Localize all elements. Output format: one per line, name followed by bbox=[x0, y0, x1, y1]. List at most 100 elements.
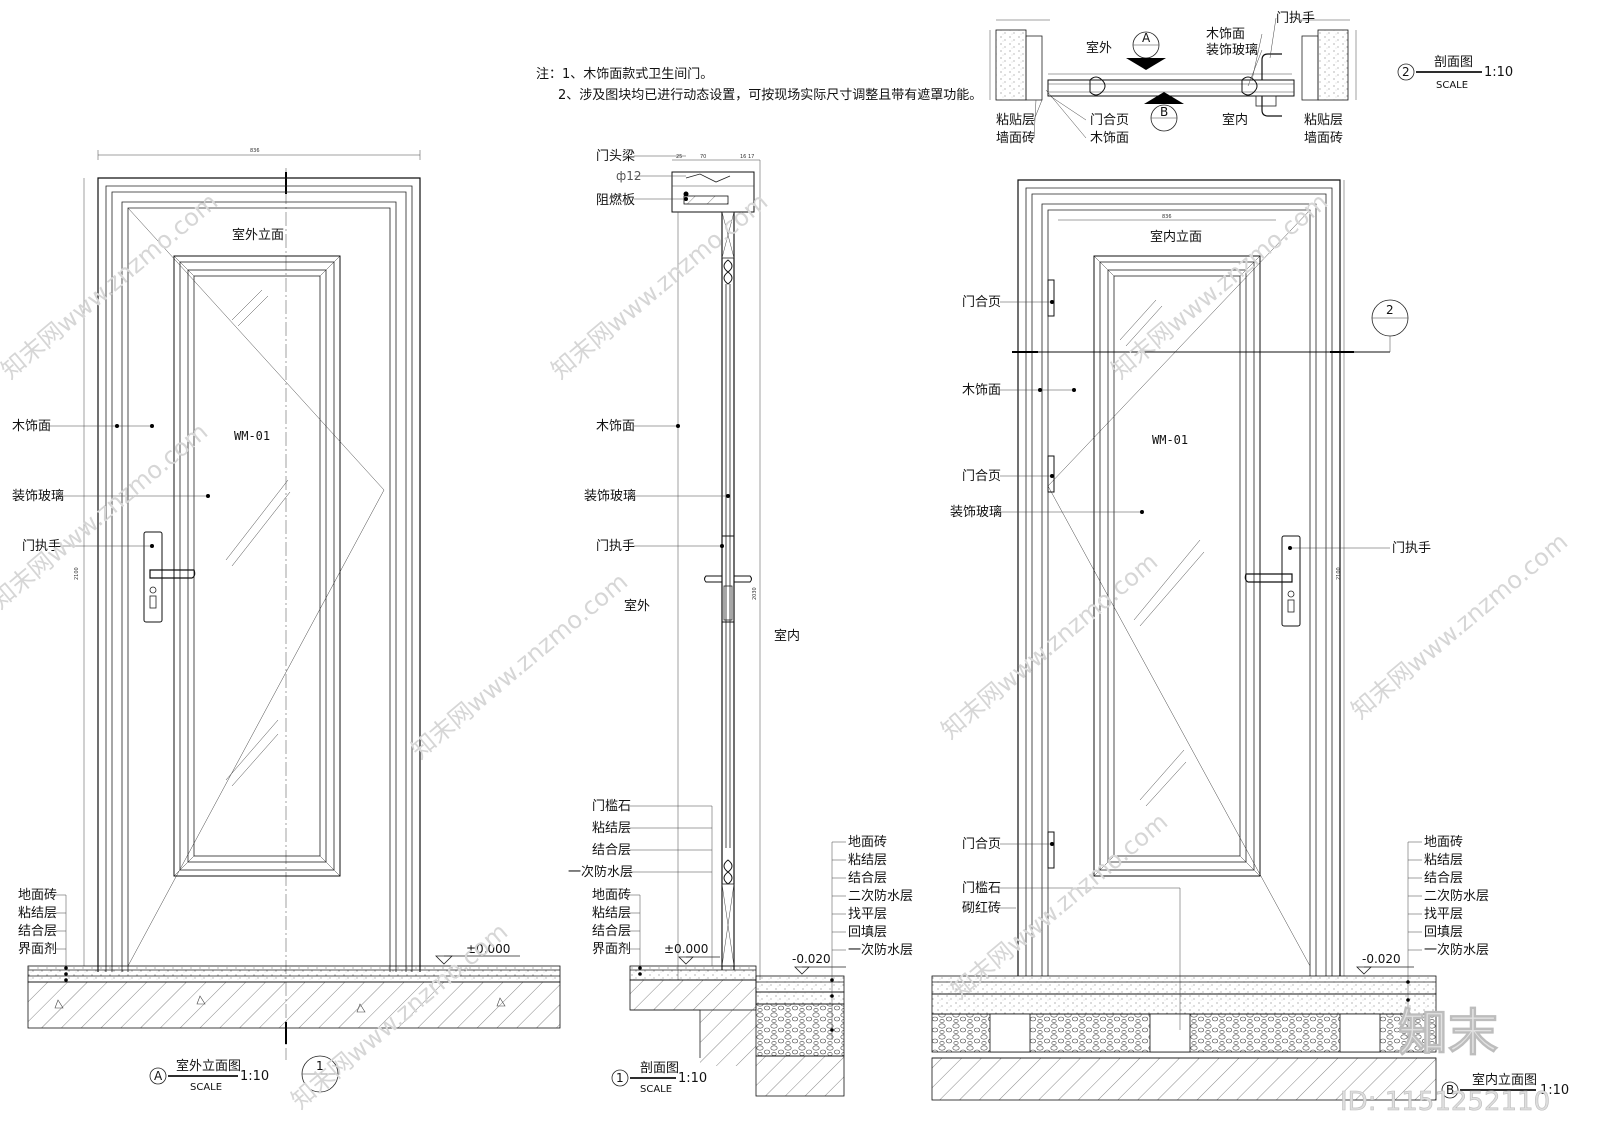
plan-outside: 室外 bbox=[1086, 40, 1112, 56]
label-door-handle: 门执手 bbox=[596, 539, 635, 554]
dim-height: 2100 bbox=[74, 567, 80, 580]
label-hinge-bottom: 门合页 bbox=[962, 837, 1001, 852]
floor-label-1: 粘结层 bbox=[1424, 853, 1463, 868]
caption-scale: 1:10 bbox=[240, 1069, 269, 1084]
plan-left-0: 粘贴层 bbox=[996, 113, 1035, 128]
plan-section: A B 室外 室内 木饰面 装饰玻璃 门执手 门合页 木饰面 粘贴层 墙面砖 粘… bbox=[989, 11, 1513, 146]
door-code: WM-01 bbox=[234, 429, 270, 443]
section-marker-number: 1 bbox=[316, 1059, 324, 1073]
plan-right-1: 墙面砖 bbox=[1304, 131, 1343, 146]
interior-elevation: 836 2100 bbox=[931, 179, 1569, 1101]
brand-logo: 知末 bbox=[1398, 1004, 1498, 1062]
label-wood-veneer: 木饰面 bbox=[962, 383, 1001, 398]
label-door-handle: 门执手 bbox=[1392, 541, 1431, 556]
note-line-1: 注：1、木饰面款式卫生间门。 bbox=[536, 67, 713, 82]
sill-label-0: 门槛石 bbox=[592, 799, 631, 814]
floor-right-1: 粘结层 bbox=[848, 853, 887, 868]
dim-width: 836 bbox=[250, 148, 260, 154]
floor-left-0: 地面砖 bbox=[592, 888, 631, 903]
watermark: 知末网www.znzmo.com bbox=[1106, 188, 1333, 385]
floor-label-4: 找平层 bbox=[1424, 907, 1463, 922]
svg-text:25: 25 bbox=[676, 154, 682, 160]
plan-bottom-1: 木饰面 bbox=[1090, 131, 1129, 146]
level-marker: ±0.000 bbox=[466, 942, 510, 956]
caption-scale-word: SCALE bbox=[1436, 80, 1468, 91]
label-hinge-top: 门合页 bbox=[962, 295, 1001, 310]
caption-title: 室内立面图 bbox=[1472, 1072, 1537, 1088]
floor-label-2: 结合层 bbox=[18, 924, 57, 939]
floor-left-3: 界面剂 bbox=[592, 942, 631, 957]
label-decorative-glass: 装饰玻璃 bbox=[584, 489, 636, 504]
watermark: 知末网www.znzmo.com bbox=[936, 548, 1163, 745]
svg-text:16 17: 16 17 bbox=[740, 154, 754, 160]
marker-b: B bbox=[1160, 105, 1168, 119]
label-red-brick: 砌红砖 bbox=[962, 900, 1001, 916]
watermark: 知末网www.znzmo.com bbox=[1346, 528, 1573, 725]
label-fire-board: 阻燃板 bbox=[596, 192, 635, 208]
floor-right-4: 找平层 bbox=[848, 907, 887, 922]
plan-right-0: 粘贴层 bbox=[1304, 113, 1343, 128]
caption-letter: B bbox=[1446, 1083, 1454, 1097]
floor-label-3: 二次防水层 bbox=[1424, 888, 1489, 904]
note-line-2: 2、涉及图块均已进行动态设置，可按现场实际尺寸调整且带有遮罩功能。 bbox=[558, 87, 982, 103]
exterior-elevation: 836 2100 bbox=[12, 148, 561, 1093]
floor-right-6: 一次防水层 bbox=[848, 942, 913, 958]
label-rebar: ф12 bbox=[616, 169, 642, 183]
floor-label-2: 结合层 bbox=[1424, 871, 1463, 886]
caption-scale: 1:10 bbox=[1540, 1083, 1569, 1098]
sill-label-2: 结合层 bbox=[592, 843, 631, 858]
plan-bottom-0: 门合页 bbox=[1090, 113, 1129, 128]
caption-title: 剖面图 bbox=[640, 1061, 679, 1076]
caption-scale: 1:10 bbox=[1484, 65, 1513, 80]
floor-label-5: 回填层 bbox=[1424, 925, 1463, 940]
watermark: 知末网www.znzmo.com bbox=[546, 188, 773, 385]
watermark: 知末网www.znzmo.com bbox=[0, 188, 223, 385]
caption-scale: 1:10 bbox=[678, 1071, 707, 1086]
plan-top-1: 装饰玻璃 bbox=[1206, 43, 1258, 58]
floor-label-1: 粘结层 bbox=[18, 906, 57, 921]
label-outside: 室外 bbox=[624, 598, 650, 614]
caption-number: 1 bbox=[616, 1071, 624, 1085]
plan-top-2: 门执手 bbox=[1276, 11, 1315, 26]
dim-height: 2100 bbox=[1336, 567, 1342, 580]
level-right: -0.020 bbox=[792, 952, 831, 966]
level-left: ±0.000 bbox=[664, 942, 708, 956]
plan-top-0: 木饰面 bbox=[1206, 27, 1245, 42]
floor-right-5: 回填层 bbox=[848, 925, 887, 940]
plan-left-1: 墙面砖 bbox=[996, 131, 1035, 146]
door-code: WM-01 bbox=[1152, 433, 1188, 447]
caption-title: 室外立面图 bbox=[176, 1058, 241, 1074]
marker-a: A bbox=[1142, 31, 1151, 45]
caption-title: 剖面图 bbox=[1434, 55, 1473, 70]
label-decorative-glass: 装饰玻璃 bbox=[950, 505, 1002, 520]
sill-label-1: 粘结层 bbox=[592, 821, 631, 836]
floor-tile-layer bbox=[27, 965, 561, 983]
floor-right-3: 二次防水层 bbox=[848, 888, 913, 904]
watermark: 知末网www.znzmo.com bbox=[0, 418, 213, 615]
caption-letter: A bbox=[154, 1069, 163, 1083]
label-decorative-glass: 装饰玻璃 bbox=[12, 489, 64, 504]
section-marker-number: 2 bbox=[1386, 303, 1394, 317]
label-inside: 室内 bbox=[774, 628, 800, 644]
label-hinge-mid: 门合页 bbox=[962, 469, 1001, 484]
caption-scale-word: SCALE bbox=[640, 1084, 672, 1095]
floor-right-2: 结合层 bbox=[848, 871, 887, 886]
label-door-handle: 门执手 bbox=[22, 539, 61, 554]
plan-inside: 室内 bbox=[1222, 112, 1248, 128]
brand-id: ID: 1151252110 bbox=[1340, 1087, 1550, 1117]
view-title: 室外立面 bbox=[232, 227, 284, 243]
floor-left-2: 结合层 bbox=[592, 924, 631, 939]
floor-label-3: 界面剂 bbox=[18, 942, 57, 957]
label-wood-veneer: 木饰面 bbox=[12, 419, 51, 434]
sill-label-3: 一次防水层 bbox=[568, 864, 633, 880]
floor-label-6: 一次防水层 bbox=[1424, 942, 1489, 958]
label-wood-veneer: 木饰面 bbox=[596, 419, 635, 434]
level-marker: -0.020 bbox=[1362, 952, 1401, 966]
view-title: 室内立面 bbox=[1150, 229, 1202, 245]
floor-right-0: 地面砖 bbox=[848, 835, 887, 850]
floor-label-0: 地面砖 bbox=[1424, 835, 1463, 850]
dim-height: 2030 bbox=[752, 587, 758, 600]
svg-text:70: 70 bbox=[700, 154, 706, 160]
dim-width: 836 bbox=[1162, 214, 1172, 220]
